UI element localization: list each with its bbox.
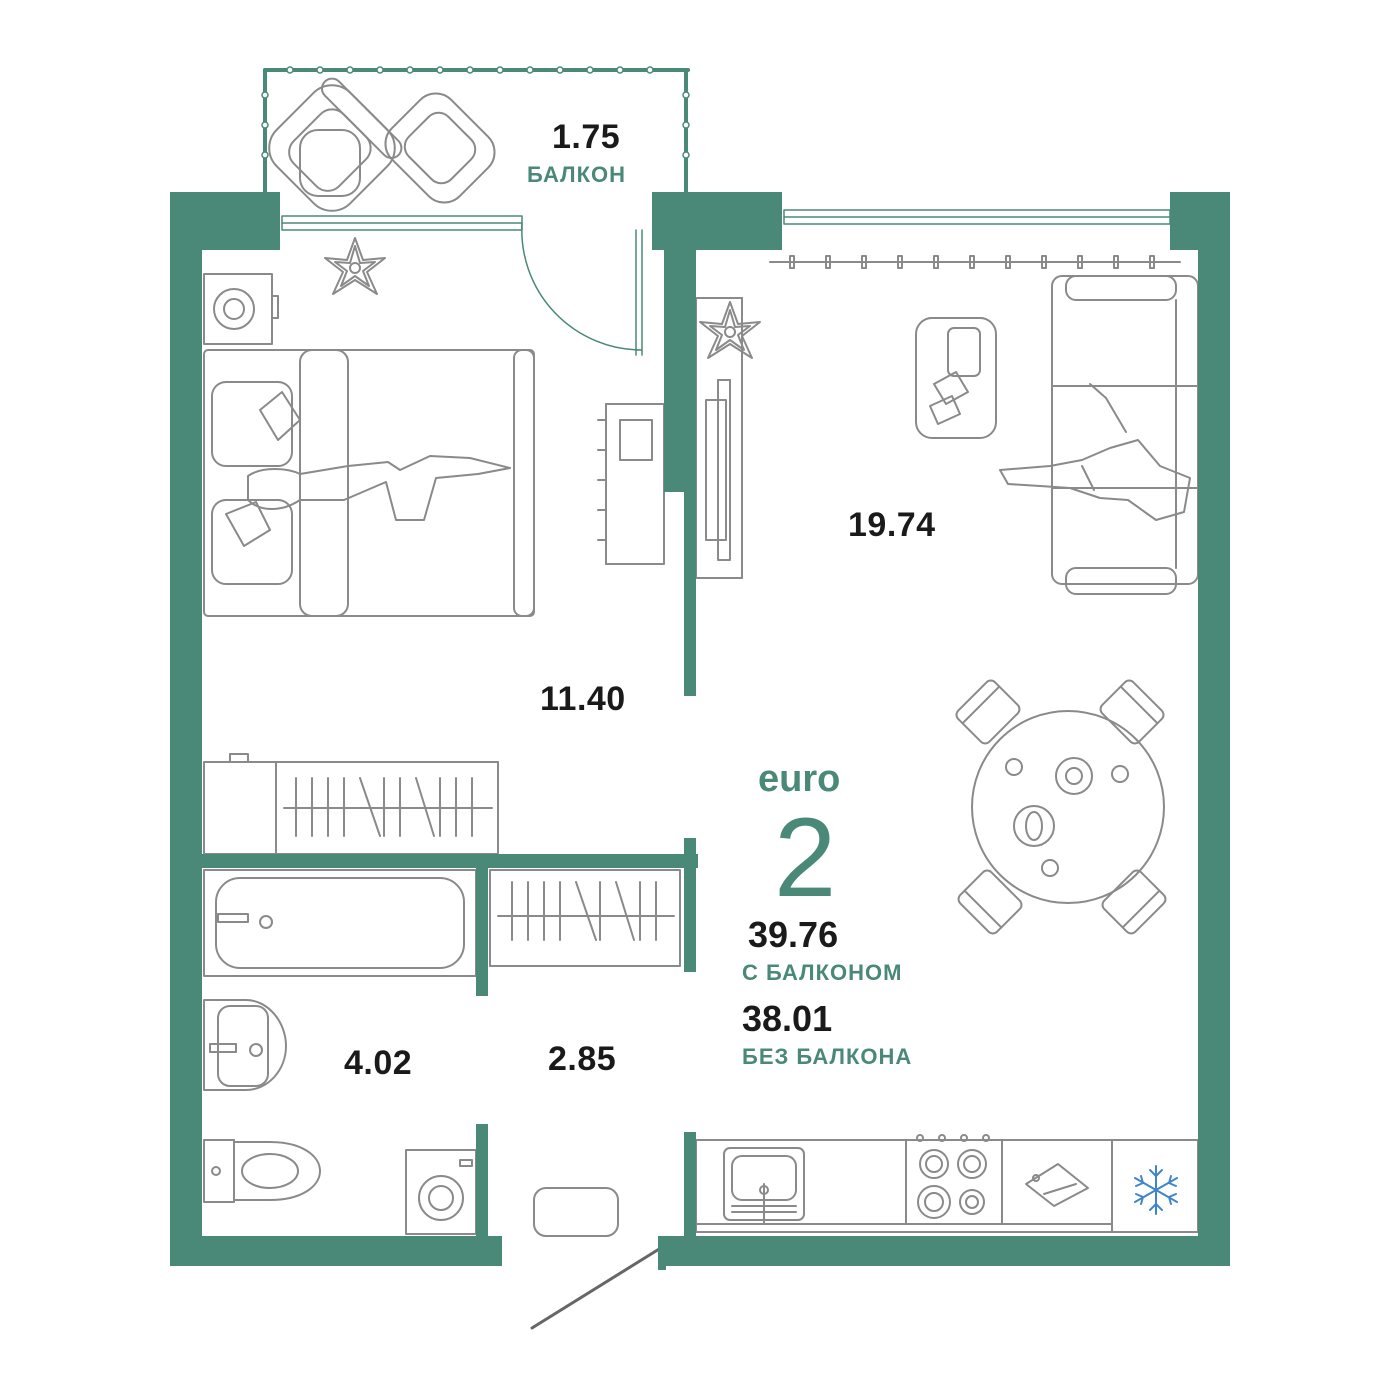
plant-icon: [699, 301, 761, 359]
without-balcony-label: БЕЗ БАЛКОНА: [742, 1044, 913, 1069]
balcony-window: [281, 215, 523, 231]
closet-icon: [203, 753, 499, 855]
plant-icon: [324, 237, 386, 295]
total-with-balcony: 39.76: [748, 914, 839, 955]
living-kitchen-area: 19.74: [848, 506, 936, 544]
rooms-count: 2: [774, 795, 837, 920]
dining-table-icon: [955, 679, 1167, 935]
hallway-area: 2.85: [548, 1040, 617, 1078]
armchair-icon: [268, 77, 496, 212]
kitchen-sink-icon: [723, 1147, 805, 1225]
balcony-outline: [261, 66, 690, 194]
balcony-door: [521, 222, 643, 356]
bathroom-area: 4.02: [344, 1044, 413, 1082]
balcony-area: 1.75: [552, 118, 621, 156]
curtain-rail: [769, 255, 1181, 269]
washing-machine-icon: [203, 273, 279, 345]
sink-icon: [203, 999, 287, 1091]
sofa-icon: [999, 275, 1199, 595]
bedroom-area: 11.40: [540, 680, 626, 718]
bed-icon: [203, 349, 535, 617]
toilet-icon: [203, 1139, 321, 1203]
entrance-door-icon: [530, 1244, 666, 1330]
bookshelf-icon: [597, 403, 665, 565]
living-window: [783, 209, 1171, 225]
kitchen-counter: [695, 1139, 1199, 1233]
stove-icon: [916, 1134, 990, 1219]
cutting-board-icon: [1025, 1163, 1089, 1207]
snowflake-icon: [1134, 1165, 1178, 1215]
balcony-label: БАЛКОН: [527, 162, 626, 187]
bathtub-icon: [203, 869, 477, 977]
with-balcony-label: С БАЛКОНОМ: [742, 960, 903, 985]
hallway-closet-icon: [489, 869, 681, 967]
hallway-bench-icon: [533, 1187, 619, 1237]
walls: [170, 192, 1230, 1270]
coffee-table-icon: [915, 317, 997, 439]
apartment-type-word: euro: [758, 758, 841, 800]
washing-machine-icon: [405, 1149, 477, 1235]
total-without-balcony: 38.01: [742, 998, 833, 1039]
